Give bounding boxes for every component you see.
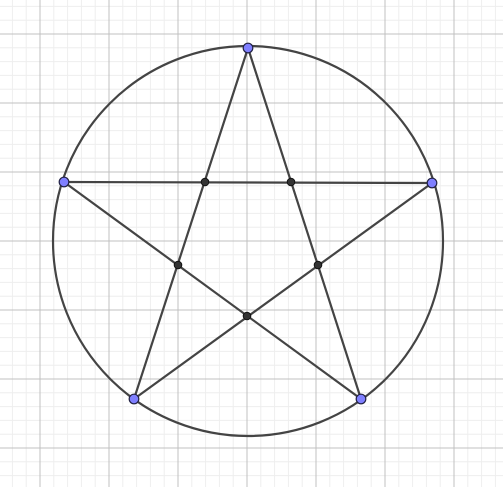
free-point[interactable] <box>242 42 254 54</box>
star-segment <box>62 180 434 185</box>
star-segment <box>62 180 363 401</box>
star-segment <box>132 46 250 401</box>
intersection-point <box>313 260 323 270</box>
intersection-point <box>173 260 183 270</box>
free-point[interactable] <box>426 177 438 189</box>
free-point[interactable] <box>128 393 140 405</box>
star-segment <box>132 181 434 401</box>
intersection-point <box>242 311 252 321</box>
free-point[interactable] <box>355 393 367 405</box>
intersection-point <box>200 177 210 187</box>
intersection-point <box>286 177 296 187</box>
free-point[interactable] <box>58 176 70 188</box>
points-layer <box>58 42 438 405</box>
star-segment <box>246 46 363 401</box>
